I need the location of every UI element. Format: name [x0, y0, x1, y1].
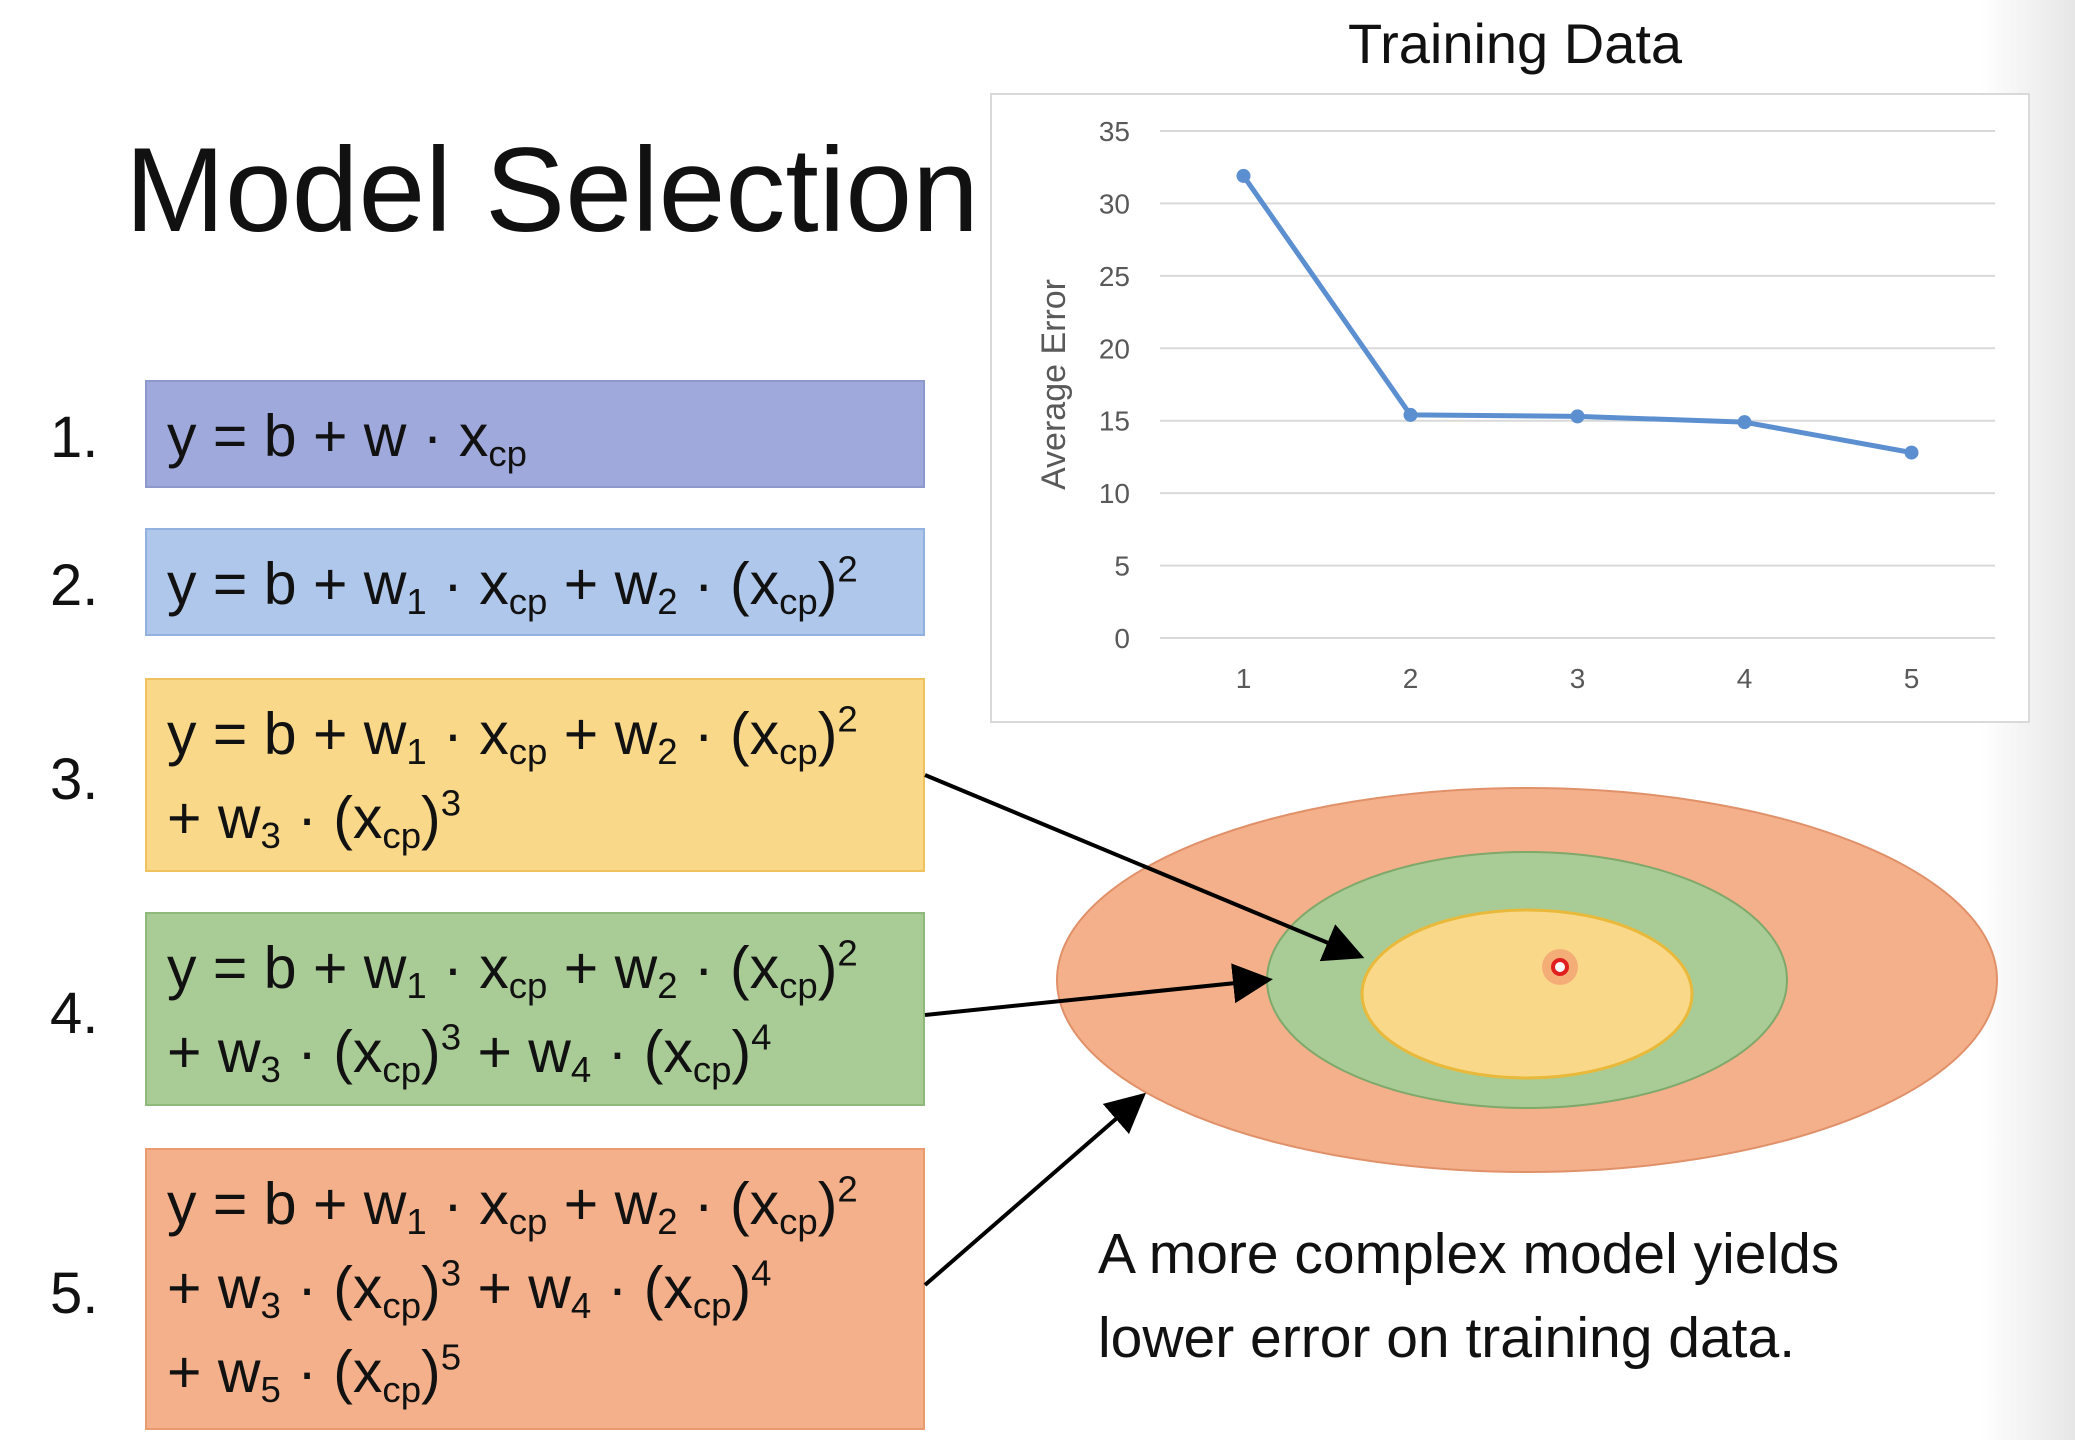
equation-line: y = b + w1 · xcp + w2 · (xcp)2	[167, 932, 858, 1007]
data-point	[1737, 415, 1752, 430]
data-point	[1403, 407, 1418, 422]
y-tick-label: 15	[1099, 406, 1130, 437]
equation-line: + w3 · (xcp)3 + w4 · (xcp)4	[167, 1016, 772, 1091]
y-tick-label: 5	[1114, 551, 1130, 582]
caption-line-1: A more complex model yields	[1098, 1222, 1840, 1286]
caption-line-2: lower error on training data.	[1098, 1306, 1796, 1370]
equation-line: y = b + w1 · xcp + w2 · (xcp)2	[167, 548, 858, 623]
y-tick-label: 30	[1099, 188, 1130, 219]
model-number-5: 5.	[50, 1261, 99, 1326]
model-space-4-ellipse	[1266, 851, 1788, 1109]
equation-line: y = b + w1 · xcp + w2 · (xcp)2	[167, 698, 858, 773]
data-point	[1904, 445, 1919, 460]
equation-line: + w3 · (xcp)3	[167, 782, 462, 857]
y-tick-label: 25	[1099, 261, 1130, 292]
model-box-2: y = b + w1 · xcp + w2 · (xcp)2	[145, 528, 925, 636]
chart-frame	[990, 93, 2030, 723]
x-tick-label: 3	[1570, 663, 1586, 694]
caption: A more complex model yields lower error …	[1098, 1212, 1839, 1380]
model-number-1: 1.	[50, 405, 99, 470]
chart-title: Training Data	[1347, 12, 1683, 75]
model-number-2: 2.	[50, 553, 99, 618]
equation-line: + w5 · (xcp)5	[167, 1336, 462, 1411]
model-box-5: y = b + w1 · xcp + w2 · (xcp)2 + w3 · (x…	[145, 1148, 925, 1430]
model-number-3: 3.	[50, 747, 99, 812]
arrow-model-3	[924, 773, 1365, 962]
model-box-3: y = b + w1 · xcp + w2 · (xcp)2 + w3 · (x…	[145, 678, 925, 872]
y-axis-label: Average Error	[1035, 279, 1073, 490]
x-tick-label: 5	[1904, 663, 1920, 694]
equation-line: + w3 · (xcp)3 + w4 · (xcp)4	[167, 1252, 772, 1327]
x-tick-label: 4	[1737, 663, 1753, 694]
arrow-model-4	[924, 963, 1273, 1017]
y-tick-label: 20	[1099, 333, 1130, 364]
equation-line: y = b + w1 · xcp + w2 · (xcp)2	[167, 1168, 858, 1243]
y-tick-label: 0	[1114, 623, 1130, 654]
model-space-3-ellipse	[1360, 908, 1694, 1080]
data-point	[1570, 409, 1585, 424]
model-box-4: y = b + w1 · xcp + w2 · (xcp)2 + w3 · (x…	[145, 912, 925, 1106]
training-error-chart: 0 5 10 15 20 25 30 35 1 2 3 4 5 Average Error	[990, 93, 2030, 723]
model-box-1: y = b + w · xcp	[145, 380, 925, 488]
y-tick-label: 35	[1099, 116, 1130, 147]
x-tick-label: 2	[1403, 663, 1419, 694]
model-number-4: 4.	[50, 981, 99, 1046]
target-glow	[1542, 949, 1578, 985]
data-point	[1236, 168, 1251, 183]
model-space-5-ellipse	[1056, 787, 1998, 1173]
x-tick-label: 1	[1236, 663, 1252, 694]
equation-line: y = b + w · xcp	[167, 403, 527, 475]
y-tick-label: 10	[1099, 478, 1130, 509]
slide-title: Model Selection	[125, 123, 979, 257]
target-point	[1551, 958, 1569, 976]
